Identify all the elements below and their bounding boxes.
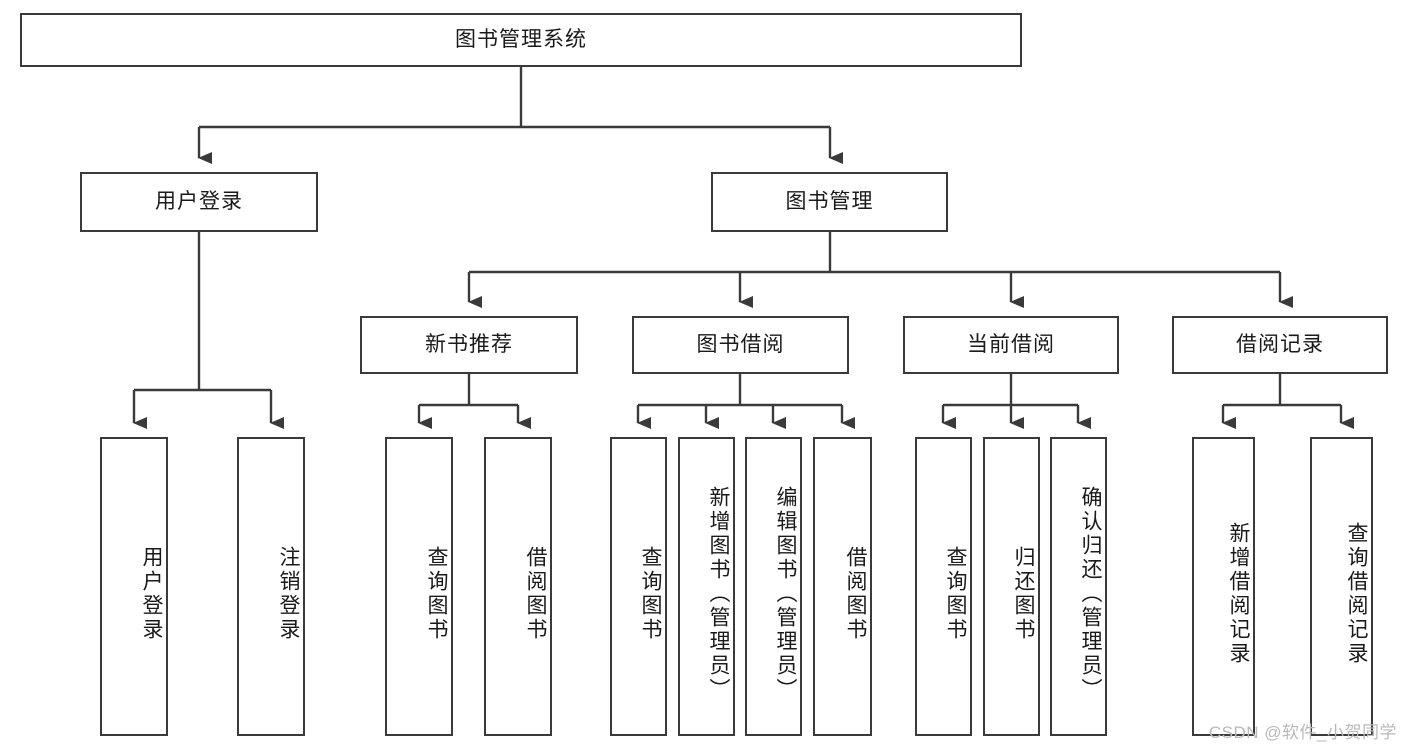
leaf-return-book[interactable]: 归还图书 xyxy=(983,437,1040,736)
leaf-user-logout-label: 注销登录 xyxy=(277,545,300,642)
leaf-query-book-current[interactable]: 查询图书 xyxy=(915,437,972,736)
node-borrow-record[interactable]: 借阅记录 xyxy=(1172,316,1388,374)
leaf-borrow-book[interactable]: 借阅图书 xyxy=(813,437,872,736)
edge-current-borrow-group xyxy=(941,374,1091,429)
edge-book-management-group xyxy=(467,232,1293,308)
node-current-borrow[interactable]: 当前借阅 xyxy=(903,316,1119,374)
leaf-user-logout[interactable]: 注销登录 xyxy=(237,437,305,736)
edge-user-login-group xyxy=(132,232,284,429)
leaf-add-book-label: 新增图书（管理员） xyxy=(707,485,730,702)
leaf-query-borrow-record[interactable]: 查询借阅记录 xyxy=(1310,437,1373,736)
node-book-management-label: 图书管理 xyxy=(785,190,874,214)
leaf-borrow-book-recommend[interactable]: 借阅图书 xyxy=(484,437,552,736)
node-root-label: 图书管理系统 xyxy=(455,28,587,52)
leaf-query-borrow-record-label: 查询借阅记录 xyxy=(1345,521,1368,666)
node-borrow-record-label: 借阅记录 xyxy=(1236,333,1324,357)
node-new-book-recommend[interactable]: 新书推荐 xyxy=(360,316,578,374)
node-new-book-recommend-label: 新书推荐 xyxy=(425,333,513,357)
leaf-confirm-return-label: 确认归还（管理员） xyxy=(1079,485,1102,702)
leaf-query-book-current-label: 查询图书 xyxy=(944,545,967,642)
leaf-query-book-borrow[interactable]: 查询图书 xyxy=(610,437,667,736)
node-book-borrow[interactable]: 图书借阅 xyxy=(632,316,849,374)
node-book-management[interactable]: 图书管理 xyxy=(711,172,948,232)
edge-borrow-record-group xyxy=(1221,374,1354,429)
leaf-query-book-borrow-label: 查询图书 xyxy=(639,545,662,642)
node-book-borrow-label: 图书借阅 xyxy=(696,333,785,357)
node-user-login[interactable]: 用户登录 xyxy=(80,172,318,232)
leaf-query-book-recommend[interactable]: 查询图书 xyxy=(385,437,453,736)
leaf-borrow-book-label: 借阅图书 xyxy=(844,545,867,642)
leaf-user-login-label: 用户登录 xyxy=(140,545,163,642)
leaf-borrow-book-recommend-label: 借阅图书 xyxy=(524,545,547,642)
node-root[interactable]: 图书管理系统 xyxy=(20,13,1022,67)
leaf-confirm-return[interactable]: 确认归还（管理员） xyxy=(1050,437,1107,736)
leaf-add-book[interactable]: 新增图书（管理员） xyxy=(678,437,735,736)
leaf-query-book-recommend-label: 查询图书 xyxy=(425,545,448,642)
csdn-watermark: CSDN @软件_小贺同学 xyxy=(1208,723,1397,742)
edge-new-book-recommend-group xyxy=(417,374,531,429)
leaf-add-borrow-record-label: 新增借阅记录 xyxy=(1227,521,1250,666)
edge-book-borrow-group xyxy=(636,374,855,429)
node-current-borrow-label: 当前借阅 xyxy=(967,333,1055,357)
leaf-user-login[interactable]: 用户登录 xyxy=(100,437,168,736)
leaf-return-book-label: 归还图书 xyxy=(1012,545,1035,642)
leaf-add-borrow-record[interactable]: 新增借阅记录 xyxy=(1192,437,1255,736)
leaf-edit-book-label: 编辑图书（管理员） xyxy=(774,485,797,702)
leaf-edit-book[interactable]: 编辑图书（管理员） xyxy=(745,437,802,736)
edge-root-trunk xyxy=(197,67,843,164)
node-user-login-label: 用户登录 xyxy=(155,190,243,214)
